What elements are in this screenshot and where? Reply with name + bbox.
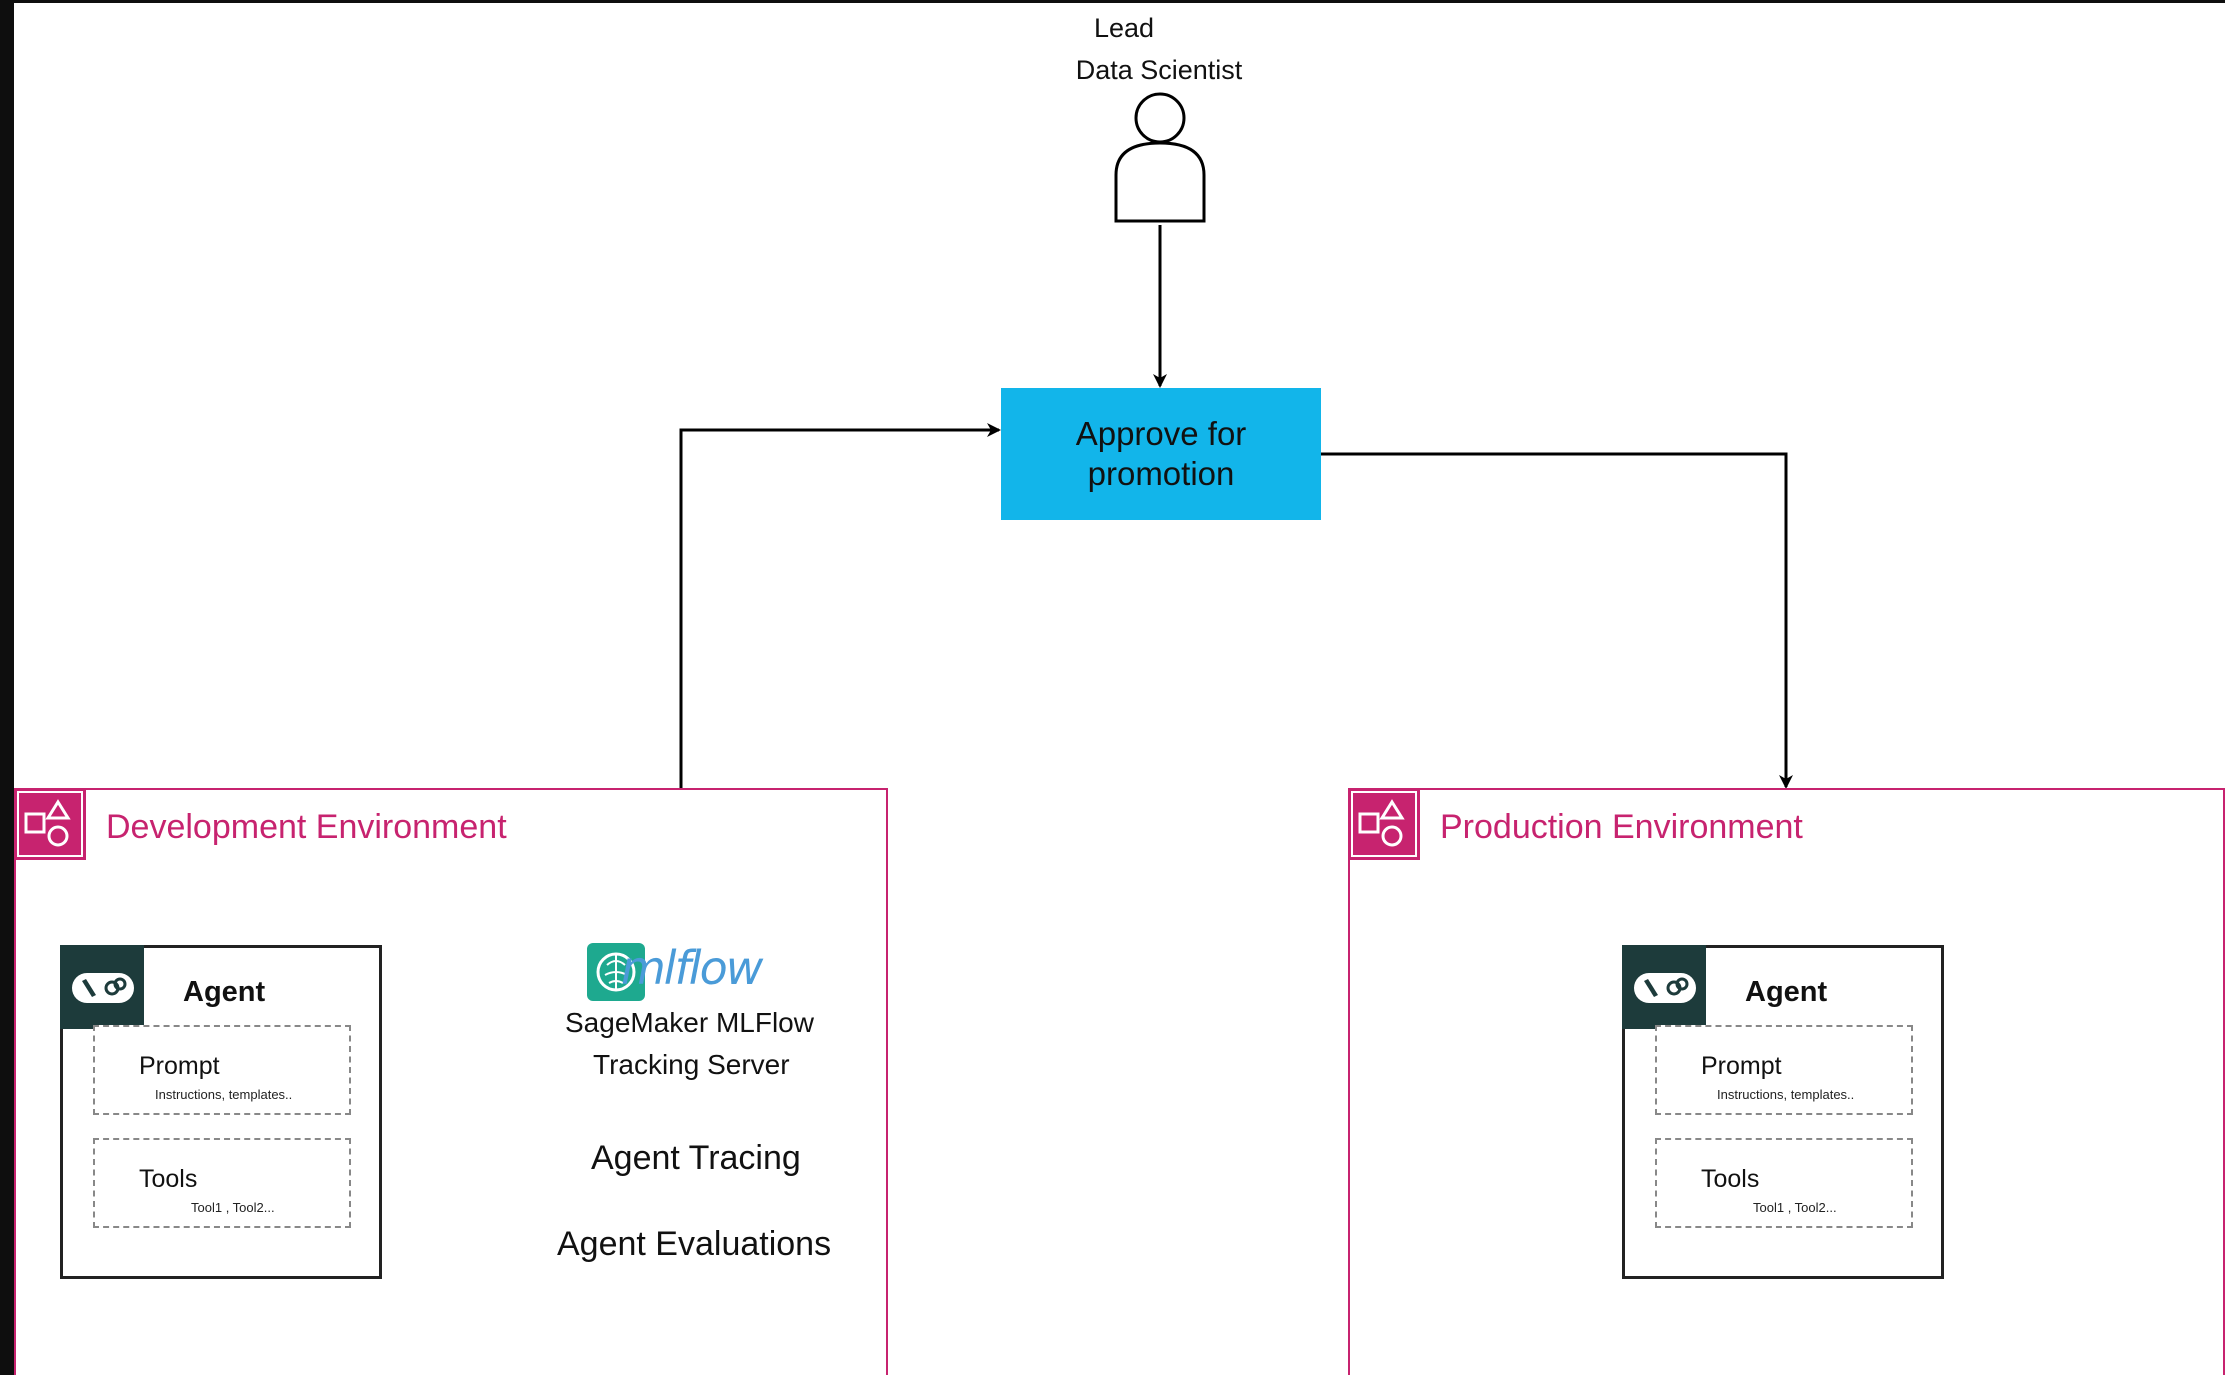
mlflow-server-line1: SageMaker MLFlow: [565, 1007, 814, 1038]
dev-tools-title: Tools: [139, 1165, 198, 1193]
mlflow-logo-text: mlflow: [621, 941, 763, 995]
prod-prompt-box[interactable]: Prompt Instructions, templates..: [1655, 1025, 1913, 1115]
mlflow-server-line2: Tracking Server: [593, 1049, 790, 1080]
user-icon: [1114, 92, 1206, 223]
agent-icon: [60, 945, 144, 1029]
dev-tools-box[interactable]: Tools Tool1 , Tool2...: [93, 1138, 351, 1228]
agent-icon: [1622, 945, 1706, 1029]
environment-icon: [14, 788, 86, 860]
mlflow-brain-icon: [587, 943, 645, 1001]
agent-evaluations-label: Agent Evaluations: [557, 1225, 832, 1263]
dev-prompt-title: Prompt: [139, 1052, 220, 1080]
prod-prompt-sub: Instructions, templates..: [1717, 1087, 1855, 1102]
diagram-canvas: Lead Data Scientist Approve for promotio…: [14, 3, 2225, 1375]
person-label-line1: Lead: [1093, 13, 1155, 43]
environment-icon: [1348, 788, 1420, 860]
prod-agent-title: Agent: [1745, 976, 1828, 1008]
approve-for-promotion-box[interactable]: Approve for promotion: [1001, 388, 1321, 520]
production-environment-title: Production Environment: [1440, 808, 1803, 846]
arrow-mlflow-to-approve: [679, 423, 1001, 901]
dev-agent-title: Agent: [183, 976, 266, 1008]
development-environment-title: Development Environment: [106, 808, 507, 846]
approve-label: Approve for promotion: [1075, 415, 1247, 492]
dev-prompt-sub: Instructions, templates..: [155, 1087, 293, 1102]
dev-agent-card[interactable]: Agent Prompt Instructions, templates.. T…: [60, 945, 382, 1279]
arrow-approve-to-production: [1321, 452, 1793, 789]
production-environment: Production Environment Agent Prompt Inst…: [1348, 788, 2225, 1375]
prod-tools-box[interactable]: Tools Tool1 , Tool2...: [1655, 1138, 1913, 1228]
prod-prompt-title: Prompt: [1701, 1052, 1782, 1080]
agent-tracing-label: Agent Tracing: [591, 1139, 801, 1177]
dev-prompt-box[interactable]: Prompt Instructions, templates..: [93, 1025, 351, 1115]
person-label-line2: Data Scientist: [1075, 55, 1243, 85]
prod-agent-card[interactable]: Agent Prompt Instructions, templates.. T…: [1622, 945, 1944, 1279]
development-environment: Development Environment Agent Prompt Ins…: [14, 788, 888, 1375]
mlflow-tracking-server-box[interactable]: mlflow SageMaker MLFlow Tracking Server …: [551, 901, 847, 1309]
prod-tools-title: Tools: [1701, 1165, 1760, 1193]
dev-tools-sub: Tool1 , Tool2...: [191, 1200, 275, 1215]
prod-tools-sub: Tool1 , Tool2...: [1753, 1200, 1837, 1215]
